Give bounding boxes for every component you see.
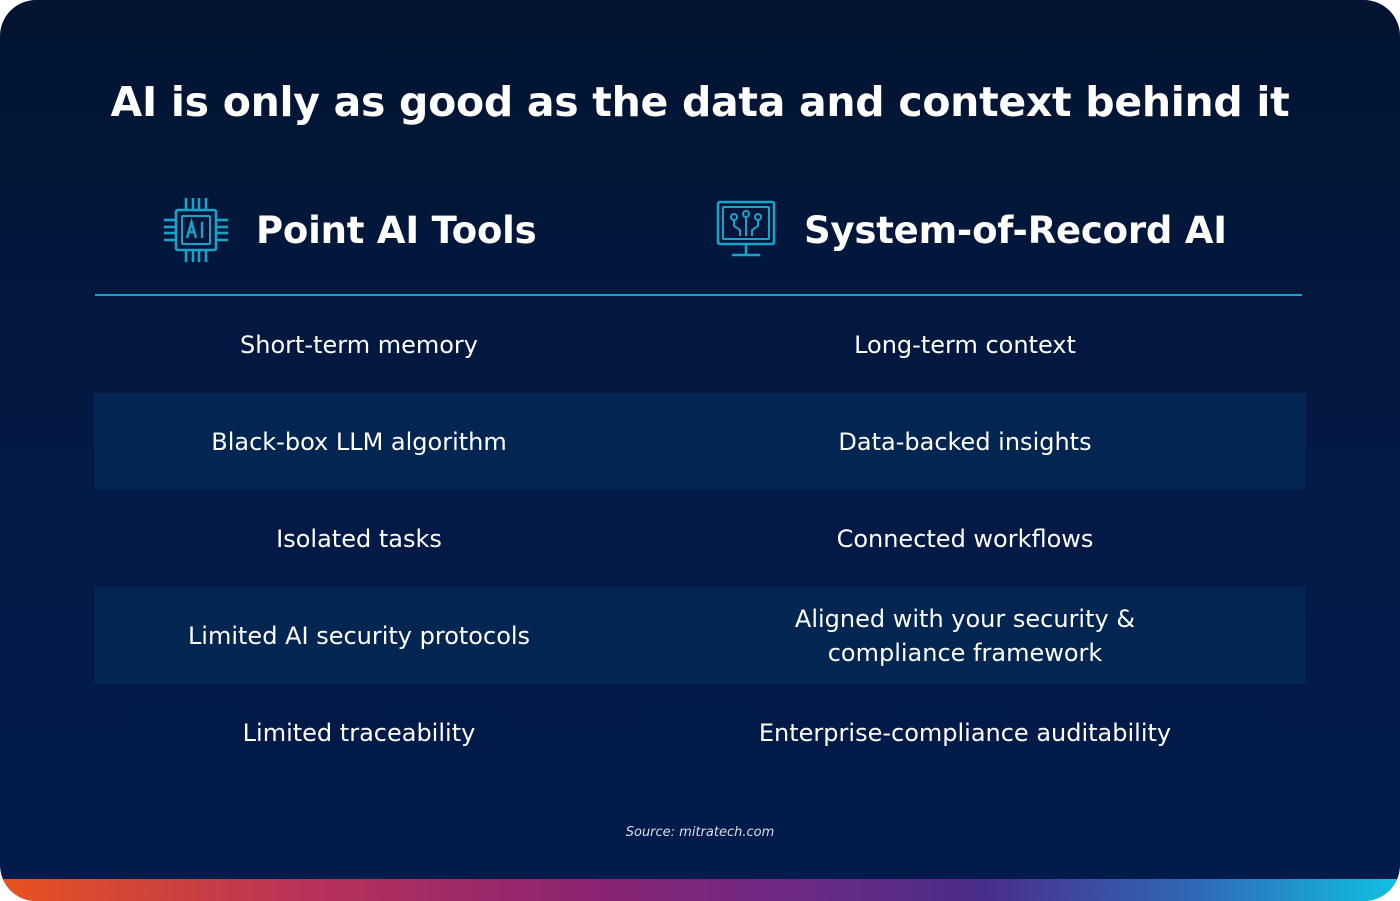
monitor-circuit-icon <box>714 198 778 262</box>
system-of-record-cell: Data-backed insights <box>838 427 1092 456</box>
point-ai-cell: Short-term memory <box>240 330 478 359</box>
column-header-system-of-record-ai: System-of-Record AI <box>714 196 1227 264</box>
system-of-record-cell: Long-term context <box>854 330 1076 359</box>
system-of-record-cell: Aligned with your security & compliance … <box>794 604 1136 667</box>
comparison-row: Limited traceability Enterprise-complian… <box>94 684 1306 781</box>
comparison-row: Short-term memory Long-term context <box>94 296 1306 393</box>
column-header-label: System-of-Record AI <box>804 208 1227 252</box>
comparison-row: Limited AI security protocols Aligned wi… <box>94 587 1306 684</box>
comparison-row: Black-box LLM algorithm Data-backed insi… <box>94 393 1306 490</box>
system-of-record-cell: Connected workflows <box>836 524 1094 553</box>
column-header-point-ai-tools: Point AI Tools <box>162 196 537 264</box>
ai-chip-icon <box>162 196 230 264</box>
column-header-label: Point AI Tools <box>256 208 537 252</box>
header-divider <box>95 294 1302 296</box>
comparison-table: Short-term memory Long-term context Blac… <box>94 296 1306 781</box>
point-ai-cell: Isolated tasks <box>276 524 442 553</box>
source-credit: Source: mitratech.com <box>625 825 775 840</box>
system-of-record-cell: Enterprise-compliance auditability <box>758 718 1172 747</box>
page-title: AI is only as good as the data and conte… <box>110 78 1290 126</box>
point-ai-cell: Black-box LLM algorithm <box>211 427 507 456</box>
comparison-row: Isolated tasks Connected workflows <box>94 490 1306 587</box>
point-ai-cell: Limited traceability <box>242 718 476 747</box>
point-ai-cell: Limited AI security protocols <box>187 621 531 650</box>
gradient-bar <box>0 879 1400 901</box>
